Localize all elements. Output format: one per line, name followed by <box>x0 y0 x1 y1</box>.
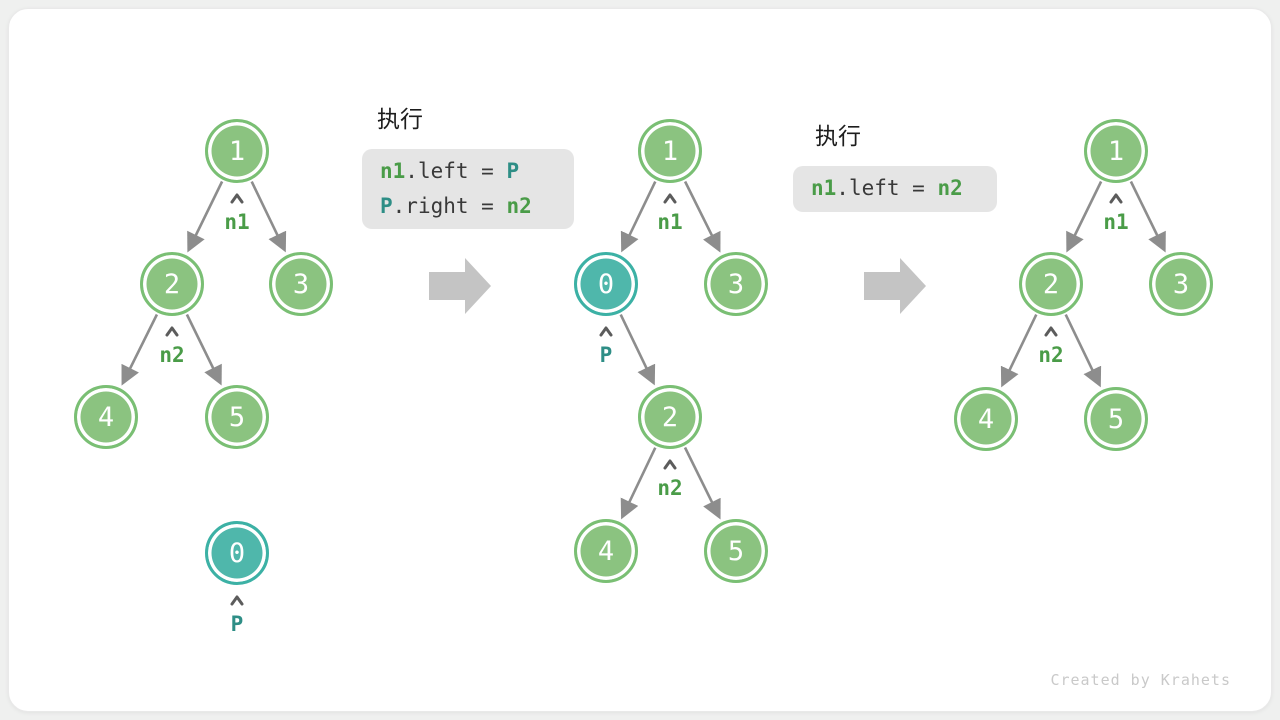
flow-arrow-head <box>900 258 926 314</box>
pointer-label-n2: n2 <box>1038 343 1064 367</box>
pointer-caret-icon <box>663 459 677 470</box>
code-token: n1 <box>811 176 837 200</box>
tree-node-1: 1 <box>638 119 702 183</box>
code-token: n1 <box>380 159 406 183</box>
pointer-n1: n1 <box>638 193 702 233</box>
tree-node-4: 4 <box>954 387 1018 451</box>
pointer-caret-icon <box>165 326 179 337</box>
tree-node-2: 2 <box>140 252 204 316</box>
flow-arrow-icon <box>429 258 491 314</box>
pointer-P: P <box>205 595 269 635</box>
pointer-label-n2: n2 <box>657 476 683 500</box>
pointer-n2: n2 <box>1019 326 1083 366</box>
tree-node-4: 4 <box>74 385 138 449</box>
code-heading-2: 执行 <box>815 123 861 149</box>
tree-node-3: 3 <box>704 252 768 316</box>
tree-node-3: 3 <box>1149 252 1213 316</box>
tree-node-5: 5 <box>704 519 768 583</box>
code-block-2: n1.left = n2 <box>793 166 997 212</box>
code-token: P <box>380 194 393 218</box>
code-token: P <box>506 159 520 183</box>
flow-arrow-head <box>465 258 491 314</box>
pointer-label-P: P <box>599 343 613 367</box>
pointer-n2: n2 <box>140 326 204 366</box>
flow-arrow-stem <box>429 272 465 300</box>
watermark: Created by Krahets <box>1050 671 1231 689</box>
pointer-n1: n1 <box>1084 193 1148 233</box>
pointer-caret-icon <box>1044 326 1058 337</box>
code-line: n1.left = n2 <box>811 171 979 206</box>
pointer-P: P <box>574 326 638 366</box>
flow-arrow-stem <box>864 272 900 300</box>
tree-node-2: 2 <box>1019 252 1083 316</box>
code-line: P.right = n2 <box>380 189 556 224</box>
pointer-n1: n1 <box>205 193 269 233</box>
tree-node-1: 1 <box>1084 119 1148 183</box>
pointer-label-n1: n1 <box>224 210 250 234</box>
pointer-label-n2: n2 <box>159 343 185 367</box>
pointer-caret-icon <box>230 595 244 606</box>
tree-node-1: 1 <box>205 119 269 183</box>
code-token: n2 <box>937 176 963 200</box>
code-token: n2 <box>506 194 532 218</box>
flow-arrow-icon <box>864 258 926 314</box>
pointer-caret-icon <box>230 193 244 204</box>
pointer-label-P: P <box>230 612 244 636</box>
code-token: .left = <box>836 176 938 200</box>
tree-node-2: 2 <box>638 385 702 449</box>
pointer-caret-icon <box>599 326 613 337</box>
tree-node-0: 0 <box>574 252 638 316</box>
pointer-label-n1: n1 <box>1103 210 1129 234</box>
code-token: .right = <box>392 194 507 218</box>
pointer-label-n1: n1 <box>657 210 683 234</box>
tree-node-5: 5 <box>1084 387 1148 451</box>
code-token: .left = <box>405 159 507 183</box>
tree-node-3: 3 <box>269 252 333 316</box>
tree-node-5: 5 <box>205 385 269 449</box>
pointer-n2: n2 <box>638 459 702 499</box>
pointer-caret-icon <box>1109 193 1123 204</box>
tree-node-0: 0 <box>205 521 269 585</box>
code-line: n1.left = P <box>380 154 556 189</box>
code-heading-1: 执行 <box>377 106 423 132</box>
pointer-caret-icon <box>663 193 677 204</box>
tree-node-4: 4 <box>574 519 638 583</box>
